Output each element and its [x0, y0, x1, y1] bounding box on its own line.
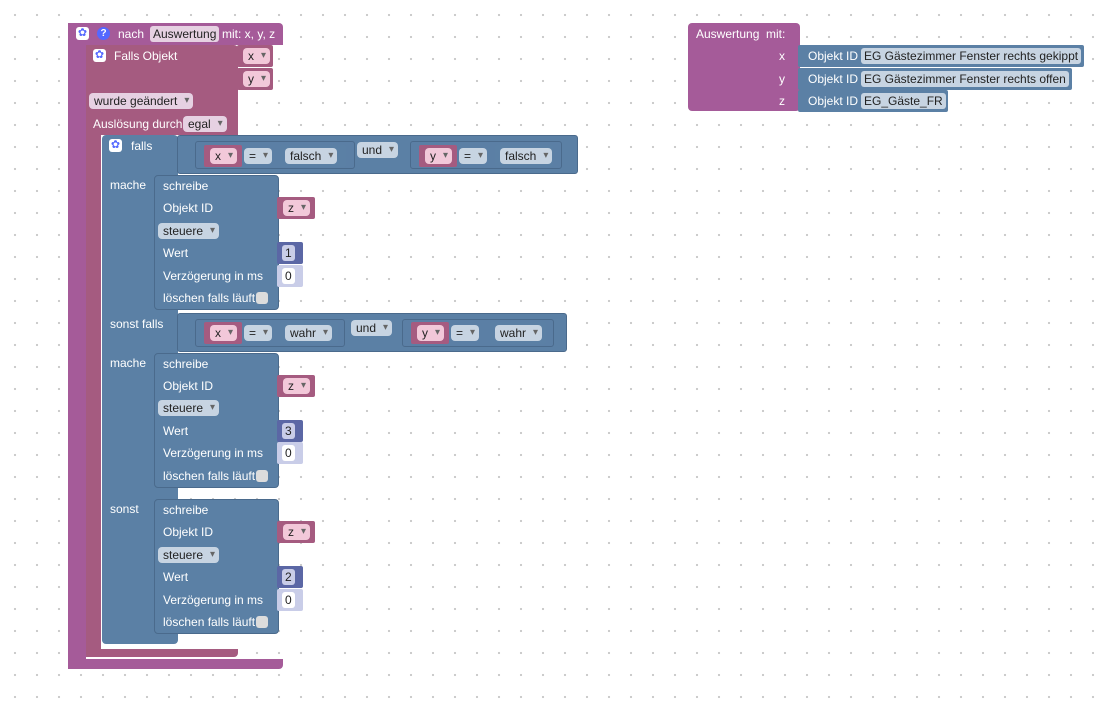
- and-dropdown-1[interactable]: und: [357, 142, 399, 158]
- procedure-block-body: [68, 23, 86, 669]
- write1-loeschen-checkbox[interactable]: [256, 292, 268, 304]
- if-mache-label-2: mache: [110, 356, 147, 370]
- write3-loeschen-label: löschen falls läuft: [163, 615, 256, 629]
- trigger-var-y[interactable]: y: [237, 68, 273, 90]
- trigger-var-x[interactable]: x: [237, 45, 273, 67]
- cond2-eq-dropdown-a[interactable]: =: [244, 325, 273, 341]
- if-sonst-falls-label: sonst falls: [110, 317, 164, 331]
- cond1-eq-dropdown-b[interactable]: =: [459, 148, 488, 164]
- write2-target-var[interactable]: z: [277, 375, 315, 397]
- trigger-ausloesung-label: Auslösung durch: [93, 117, 183, 131]
- call-mit-label: mit:: [766, 27, 786, 41]
- write2-delay-block[interactable]: 0: [277, 442, 303, 464]
- trigger-gear-icon[interactable]: ✿: [93, 49, 106, 62]
- call-param-x-object-field[interactable]: EG Gästezimmer Fenster rechts gekippt: [861, 48, 1082, 64]
- write2-loeschen-checkbox[interactable]: [256, 470, 268, 482]
- procedure-block-footer: [68, 659, 283, 669]
- write2-value-field[interactable]: 3: [282, 423, 295, 439]
- cond1-bool-a-dropdown[interactable]: falsch: [285, 148, 338, 164]
- write1-target-var[interactable]: z: [277, 197, 315, 219]
- write-block-1[interactable]: [154, 175, 279, 310]
- write3-target-var[interactable]: z: [277, 521, 315, 543]
- procedure-name-field[interactable]: Auswertung: [150, 26, 220, 42]
- procedure-params-label: mit: x, y, z: [222, 27, 276, 41]
- trigger-title: Falls Objekt: [114, 49, 178, 63]
- cond1-var-x[interactable]: x: [204, 145, 242, 167]
- cond2-var-x[interactable]: x: [204, 322, 242, 344]
- if-falls-label: falls: [131, 139, 153, 153]
- write3-target-dropdown[interactable]: z: [283, 524, 310, 540]
- trigger-var-x-dropdown[interactable]: x: [243, 48, 270, 64]
- procedure-call-block[interactable]: [688, 23, 800, 111]
- write2-value-block[interactable]: 3: [277, 420, 303, 442]
- call-param-z-label: z: [779, 94, 785, 108]
- cond2-bool-b-dropdown[interactable]: wahr: [495, 325, 543, 341]
- procedure-help-icon[interactable]: ?: [97, 27, 110, 40]
- call-param-x-objekt-label: Objekt ID: [808, 49, 859, 63]
- write3-delay-field[interactable]: 0: [282, 592, 295, 608]
- write2-delay-label: Verzögerung in ms: [163, 446, 264, 460]
- write1-value-block[interactable]: 1: [277, 242, 303, 264]
- call-param-y-label: y: [779, 72, 785, 86]
- cond1-eq-dropdown-a[interactable]: =: [244, 148, 273, 164]
- write1-schreibe-label: schreibe: [163, 179, 209, 193]
- write2-objekt-id-label: Objekt ID: [163, 379, 214, 393]
- call-param-y-objekt-label: Objekt ID: [808, 72, 859, 86]
- trigger-block-footer: [86, 649, 238, 657]
- write3-steuere-dropdown[interactable]: steuere: [158, 547, 220, 563]
- write2-schreibe-label: schreibe: [163, 357, 209, 371]
- write1-delay-block[interactable]: 0: [277, 265, 303, 287]
- and-dropdown-2[interactable]: und: [351, 320, 393, 336]
- call-param-z-objekt-label: Objekt ID: [808, 94, 859, 108]
- write-block-3[interactable]: [154, 499, 279, 634]
- cond1-bool-b-dropdown[interactable]: falsch: [500, 148, 553, 164]
- write1-loeschen-label: löschen falls läuft: [163, 291, 256, 305]
- write3-loeschen-checkbox[interactable]: [256, 616, 268, 628]
- write1-steuere-dropdown[interactable]: steuere: [158, 223, 220, 239]
- cond1-var-y[interactable]: y: [419, 145, 457, 167]
- write3-delay-block[interactable]: 0: [277, 589, 303, 611]
- call-title: Auswertung: [696, 27, 760, 41]
- write2-loeschen-label: löschen falls läuft: [163, 469, 256, 483]
- cond2-eq-dropdown-b[interactable]: =: [451, 325, 480, 341]
- cond2-bool-a-dropdown[interactable]: wahr: [285, 325, 333, 341]
- write2-steuere-dropdown[interactable]: steuere: [158, 400, 220, 416]
- write1-value-field[interactable]: 1: [282, 245, 295, 261]
- call-param-z-object-field[interactable]: EG_Gäste_FR: [861, 93, 946, 109]
- write2-wert-label: Wert: [163, 424, 189, 438]
- write3-objekt-id-label: Objekt ID: [163, 525, 214, 539]
- cond2-var-y-dropdown[interactable]: y: [417, 325, 444, 341]
- cond1-var-y-dropdown[interactable]: y: [425, 148, 452, 164]
- if-gear-icon[interactable]: ✿: [109, 139, 122, 152]
- write1-objekt-id-label: Objekt ID: [163, 201, 214, 215]
- trigger-block-body: [86, 45, 101, 657]
- if-sonst-label: sonst: [110, 502, 139, 516]
- write3-value-block[interactable]: 2: [277, 566, 303, 588]
- write1-target-dropdown[interactable]: z: [283, 200, 310, 216]
- cond2-var-x-dropdown[interactable]: x: [210, 325, 237, 341]
- call-param-y-object-field[interactable]: EG Gästezimmer Fenster rechts offen: [861, 71, 1069, 87]
- write3-schreibe-label: schreibe: [163, 503, 209, 517]
- write-block-2[interactable]: [154, 353, 279, 488]
- write3-delay-label: Verzögerung in ms: [163, 593, 264, 607]
- procedure-gear-icon[interactable]: ✿: [76, 27, 89, 40]
- write1-wert-label: Wert: [163, 246, 189, 260]
- write3-wert-label: Wert: [163, 570, 189, 584]
- write1-delay-field[interactable]: 0: [282, 268, 295, 284]
- write1-delay-label: Verzögerung in ms: [163, 269, 264, 283]
- trigger-ausloesung-dropdown[interactable]: egal: [183, 116, 227, 132]
- write2-delay-field[interactable]: 0: [282, 445, 295, 461]
- trigger-var-y-dropdown[interactable]: y: [243, 71, 270, 87]
- cond1-var-x-dropdown[interactable]: x: [210, 148, 237, 164]
- write2-target-dropdown[interactable]: z: [283, 378, 310, 394]
- procedure-nach-label: nach: [118, 27, 145, 41]
- if-mache-label-1: mache: [110, 178, 147, 192]
- write3-value-field[interactable]: 2: [282, 569, 295, 585]
- trigger-changed-dropdown[interactable]: wurde geändert: [89, 93, 194, 109]
- call-param-x-label: x: [779, 49, 785, 63]
- cond2-var-y[interactable]: y: [411, 322, 449, 344]
